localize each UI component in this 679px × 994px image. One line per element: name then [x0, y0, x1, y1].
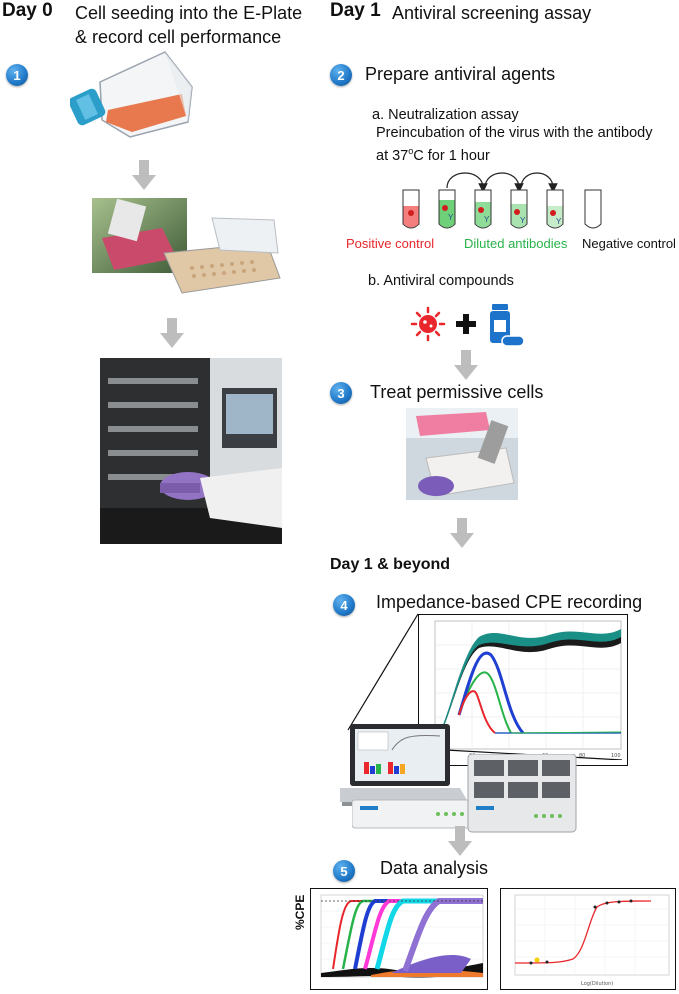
neutralization-heading: a. Neutralization assay — [372, 107, 519, 123]
day1-title: Antiviral screening assay — [392, 3, 592, 23]
flow-arrow-2 — [160, 318, 184, 348]
dose-response-chart: Log(Dilution) — [500, 888, 676, 990]
day0-title-line2: & record cell performance — [75, 27, 282, 47]
treat-cells-image — [406, 408, 518, 500]
flow-arrow-5 — [448, 826, 472, 856]
step-2-badge: 2 — [330, 64, 352, 86]
virus-plus-compound-diagram — [410, 302, 530, 348]
negative-control-label: Negative control — [582, 236, 676, 251]
flow-arrow-1 — [132, 160, 156, 190]
cpe-recording-chart: 02040 6080100 — [418, 614, 628, 766]
step-4-title: Impedance-based CPE recording — [376, 592, 643, 612]
percent-cpe-chart — [310, 888, 488, 990]
svg-text:Log(Dilution): Log(Dilution) — [581, 981, 613, 987]
step-5-badge: 5 — [333, 860, 355, 882]
step-3-badge: 3 — [330, 382, 352, 404]
svg-text:Y: Y — [520, 216, 526, 225]
day0-title-line1: Cell seeding into the E-Plate — [75, 3, 303, 23]
day1-beyond-label: Day 1 & beyond — [330, 556, 451, 573]
day0-label: Day 0 — [2, 0, 53, 21]
rtca-instrument-incubator-image — [100, 358, 282, 544]
svg-text:Y: Y — [556, 217, 562, 226]
virus-icon — [410, 306, 446, 342]
cpe-ylabel: %CPE — [293, 894, 307, 930]
step-1-badge: 1 — [6, 64, 28, 86]
dilution-tubes-diagram: Y Y Y Y — [395, 168, 610, 234]
positive-control-label: Positive control — [346, 236, 435, 251]
neutralization-line2: at 37oC for 1 hour — [376, 146, 490, 164]
svg-text:Y: Y — [448, 213, 454, 222]
plus-icon — [456, 314, 476, 334]
diluted-antibodies-label: Diluted antibodies — [464, 236, 568, 251]
step-2-title: Prepare antiviral agents — [365, 64, 556, 84]
laptop-image — [338, 722, 485, 814]
neutralization-line1: Preincubation of the virus with the anti… — [376, 125, 653, 141]
antiviral-compounds-heading: b. Antiviral compounds — [368, 273, 514, 289]
flow-arrow-3 — [454, 350, 478, 380]
svg-text:100: 100 — [611, 753, 621, 759]
svg-text:Y: Y — [484, 215, 490, 224]
e-plate-seeding-image — [92, 198, 282, 298]
day1-label: Day 1 — [330, 0, 381, 21]
flow-arrow-4 — [450, 518, 474, 548]
step-5-title: Data analysis — [380, 858, 489, 878]
step-3-title: Treat permissive cells — [370, 382, 544, 402]
pill-bottle-icon — [490, 304, 525, 347]
step-4-badge: 4 — [333, 594, 355, 616]
station-cradle-image — [462, 753, 582, 836]
cell-culture-flask-image — [68, 42, 195, 142]
